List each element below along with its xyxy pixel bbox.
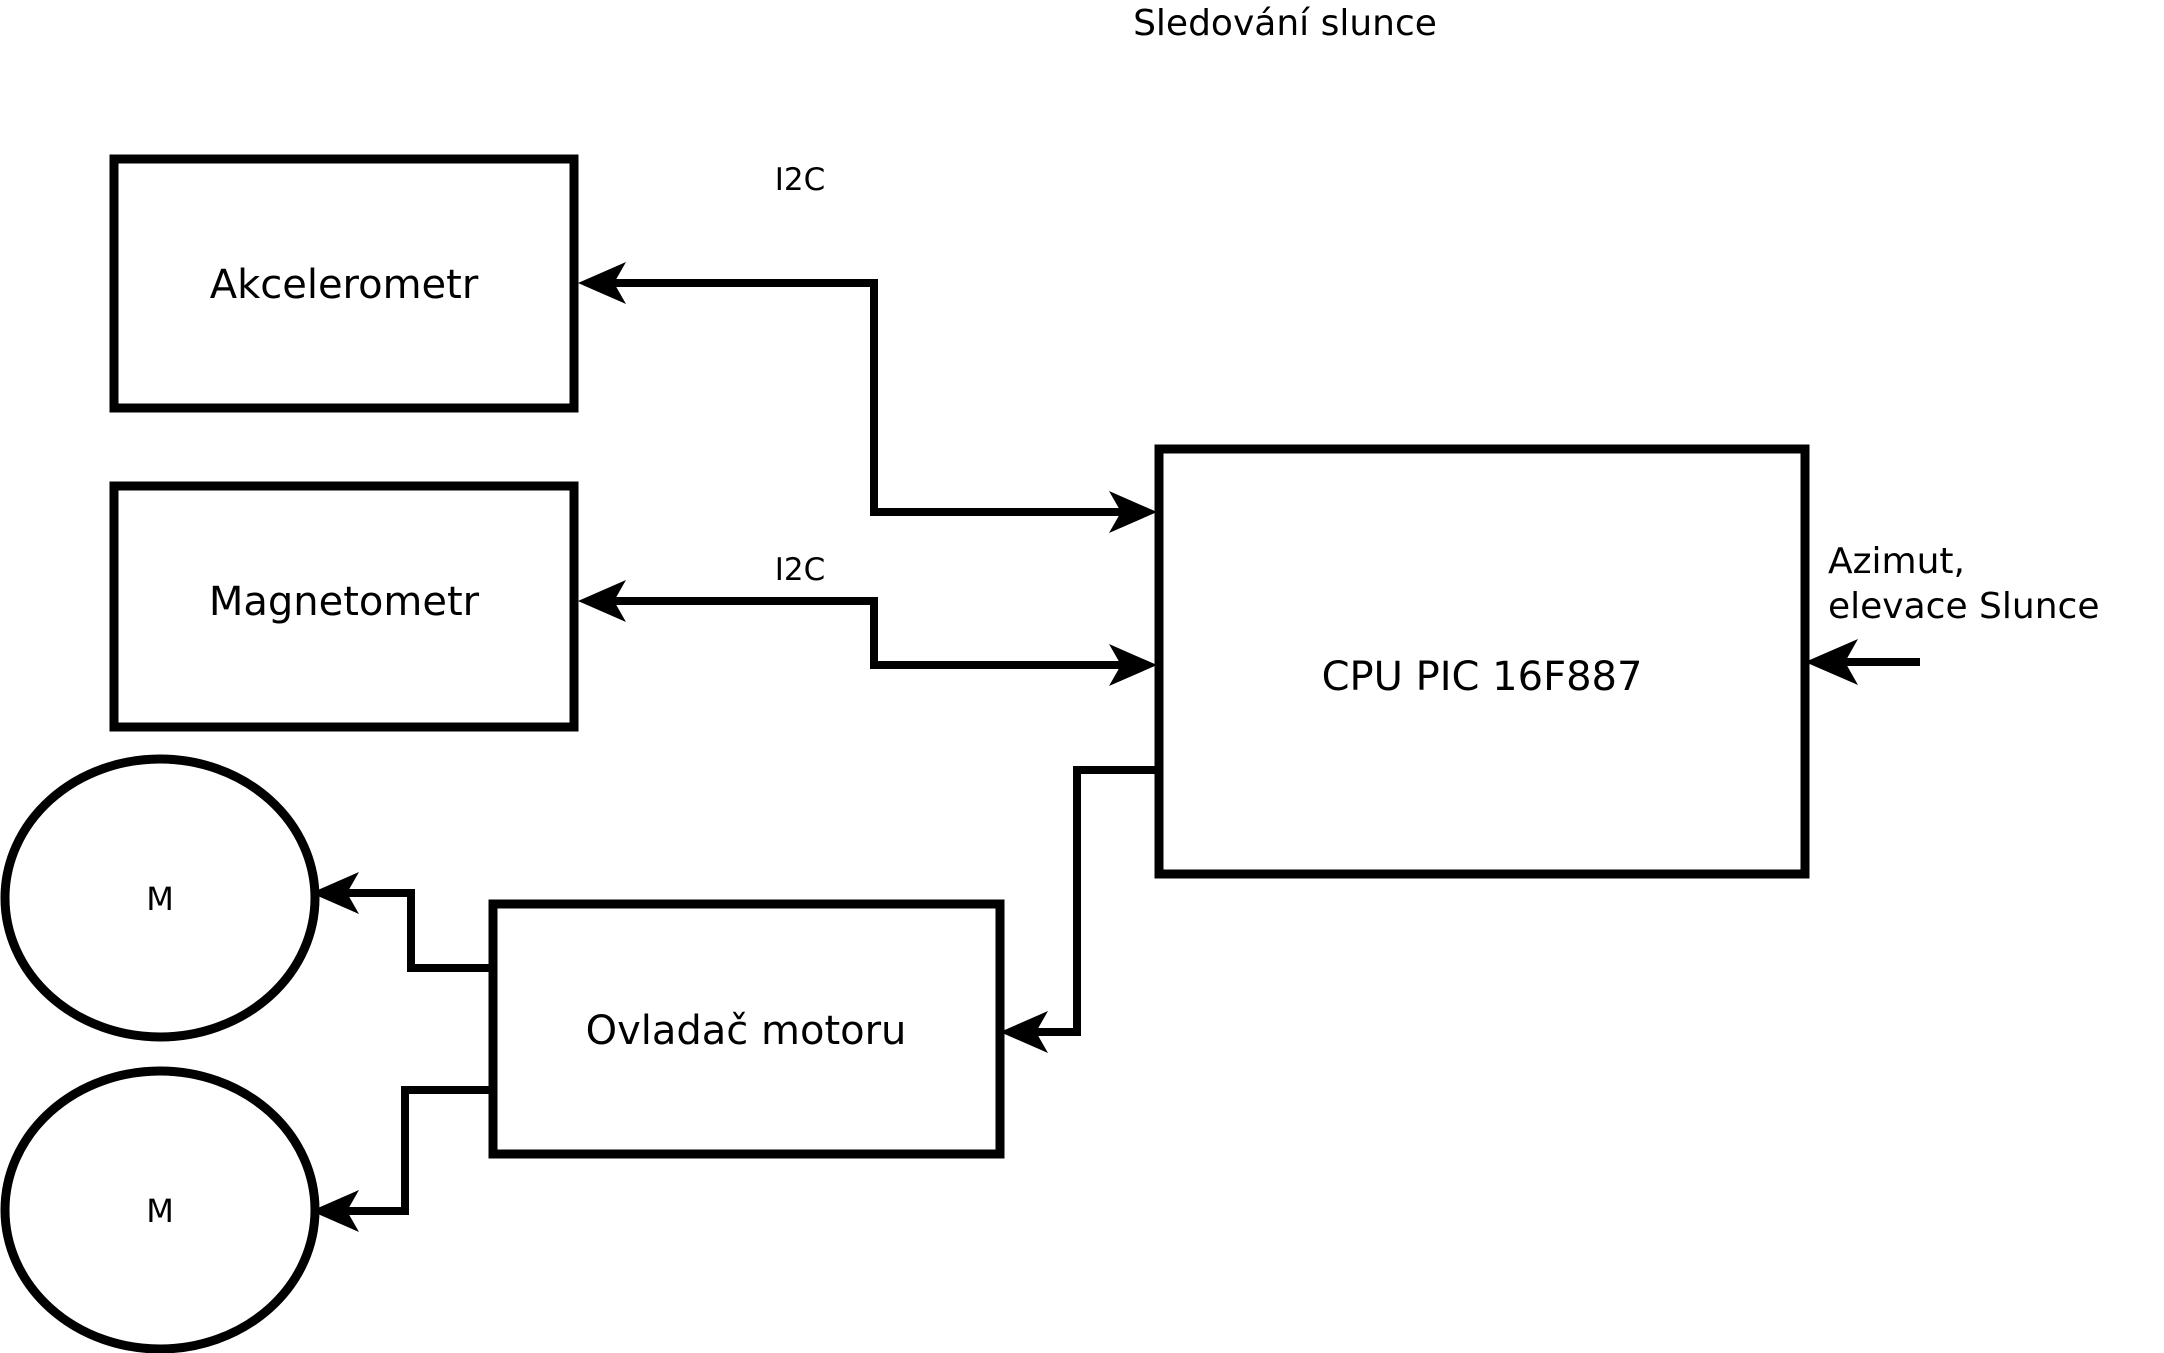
edge-i2c-accelerometer-line xyxy=(600,279,1128,516)
cpu-box[interactable] xyxy=(1154,444,1810,879)
motor-1-label: M xyxy=(146,880,174,918)
edge-motor-driver-to-motor-2-line xyxy=(340,1086,493,1215)
magnetometer-box[interactable] xyxy=(109,481,579,732)
edge-motor-driver-to-motor-1-arrowhead xyxy=(311,872,359,914)
magnetometer-label: Magnetometr xyxy=(209,579,480,625)
sun-input-label-line1: Azimut, xyxy=(1828,541,1965,582)
edge-motor-driver-to-motor-1-line xyxy=(340,889,493,972)
edge-cpu-to-motor-driver-line xyxy=(1024,766,1159,1036)
edge-sun-input-arrowhead xyxy=(1805,639,1858,685)
edge-cpu-to-motor-driver-arrowhead xyxy=(1000,1011,1048,1053)
edge-i2c-magnetometer-arrowhead-right xyxy=(1109,644,1157,686)
motor-driver-label: Ovladač motoru xyxy=(586,1008,907,1054)
motor-2-label: M xyxy=(146,1192,174,1230)
edge-label-i2c-magnetometer: I2C xyxy=(775,552,826,588)
motor-driver-box[interactable] xyxy=(488,899,1005,1159)
edge-label-i2c-accelerometer: I2C xyxy=(775,162,826,198)
accelerometer-label: Akcelerometr xyxy=(210,262,479,308)
accelerometer-box[interactable] xyxy=(109,154,579,413)
sun-input-label-line2: elevace Slunce xyxy=(1828,586,2099,627)
motor-1-circle[interactable] xyxy=(0,754,320,1042)
cpu-label: CPU PIC 16F887 xyxy=(1322,654,1643,700)
edge-i2c-magnetometer-line xyxy=(600,597,1128,669)
edge-i2c-accelerometer-arrowhead-right xyxy=(1109,491,1157,533)
diagram-title: Sledování slunce xyxy=(1133,3,1437,44)
edge-i2c-magnetometer-arrowhead-left xyxy=(578,580,626,622)
edge-i2c-accelerometer-arrowhead-left xyxy=(578,262,626,304)
edge-motor-driver-to-motor-2-arrowhead xyxy=(311,1190,359,1232)
